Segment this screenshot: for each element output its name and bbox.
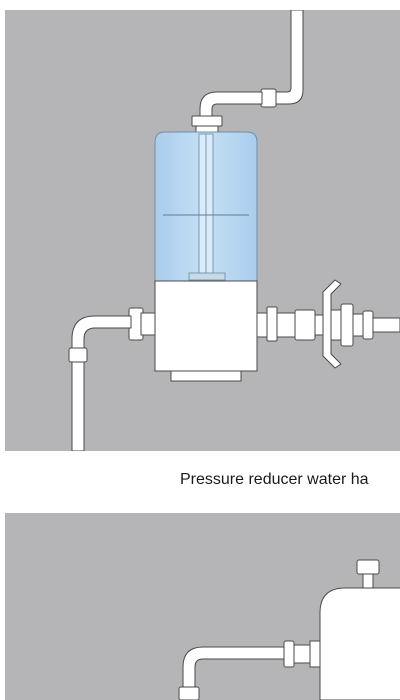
supply-pipe: [68, 307, 156, 451]
inlet-pipe: [199, 10, 304, 119]
diagram-caption: Pressure reducer water ha: [180, 471, 369, 488]
bottom-diagram-svg: [178, 559, 400, 700]
filter-cap: [191, 115, 223, 135]
outlet-union-valve: [256, 279, 400, 369]
relief-valve: [356, 559, 380, 589]
top-diagram-panel: [5, 10, 400, 451]
bottom-diagram-panel: [5, 513, 400, 700]
connection-pipe: [178, 640, 321, 700]
water-heater-tank: [319, 587, 400, 700]
filter-bowl: [154, 131, 258, 283]
top-diagram-svg: [68, 10, 400, 451]
pressure-reducer-body: [154, 280, 258, 382]
